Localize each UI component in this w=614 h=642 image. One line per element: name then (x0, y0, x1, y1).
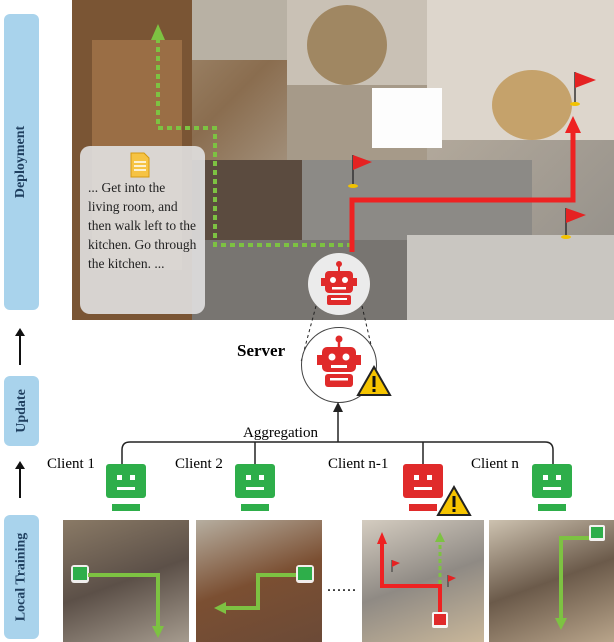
flag-icon (348, 155, 372, 188)
client-2-path-overlay (214, 565, 314, 614)
red-path-arrowhead (565, 116, 581, 133)
robot-icon (317, 335, 361, 387)
client-1-path-overlay (71, 565, 164, 638)
warning-icon (356, 365, 392, 396)
server-node (301, 327, 377, 403)
client-1-label: Client 1 (47, 456, 95, 472)
client-n-1-label: Client n-1 (328, 456, 389, 472)
robot-icon (321, 261, 357, 305)
client-2-robot-icon (235, 464, 275, 511)
green-path-arrowhead (151, 24, 165, 40)
warning-icon (436, 485, 472, 516)
flag-icon (391, 560, 400, 572)
instruction-text: ... Get into the living room, and then w… (88, 180, 197, 271)
client-n-path-overlay (555, 525, 605, 630)
client-n-scene (489, 520, 614, 642)
client-1-scene (63, 520, 189, 642)
aggregation-label: Aggregation (243, 425, 318, 441)
stage-update: Update (4, 376, 39, 446)
document-icon (130, 152, 150, 178)
client-1-robot-icon (106, 464, 146, 511)
client-2-label: Client 2 (175, 456, 223, 472)
flag-icon (561, 208, 586, 239)
client-n-label: Client n (471, 456, 519, 472)
client-n-1-robot-icon (403, 464, 443, 511)
aggregation-bracket (121, 402, 554, 464)
green-path (156, 38, 352, 247)
client-2-scene (196, 520, 322, 642)
flag-icon (570, 72, 596, 106)
client-n-1-scene (362, 520, 484, 642)
red-path (349, 130, 576, 252)
server-label: Server (237, 341, 286, 360)
client-n-robot-icon (532, 464, 572, 511)
client-n-1-path-overlay (377, 532, 456, 628)
stage-local-training: Local Training (4, 515, 39, 639)
stage-arrow-2 (15, 461, 25, 498)
ellipsis: ...... (327, 578, 357, 595)
deployed-robot (308, 253, 370, 315)
flag-icon (447, 575, 456, 587)
stage-deployment: Deployment (4, 14, 39, 310)
stage-arrow-1 (15, 328, 25, 365)
